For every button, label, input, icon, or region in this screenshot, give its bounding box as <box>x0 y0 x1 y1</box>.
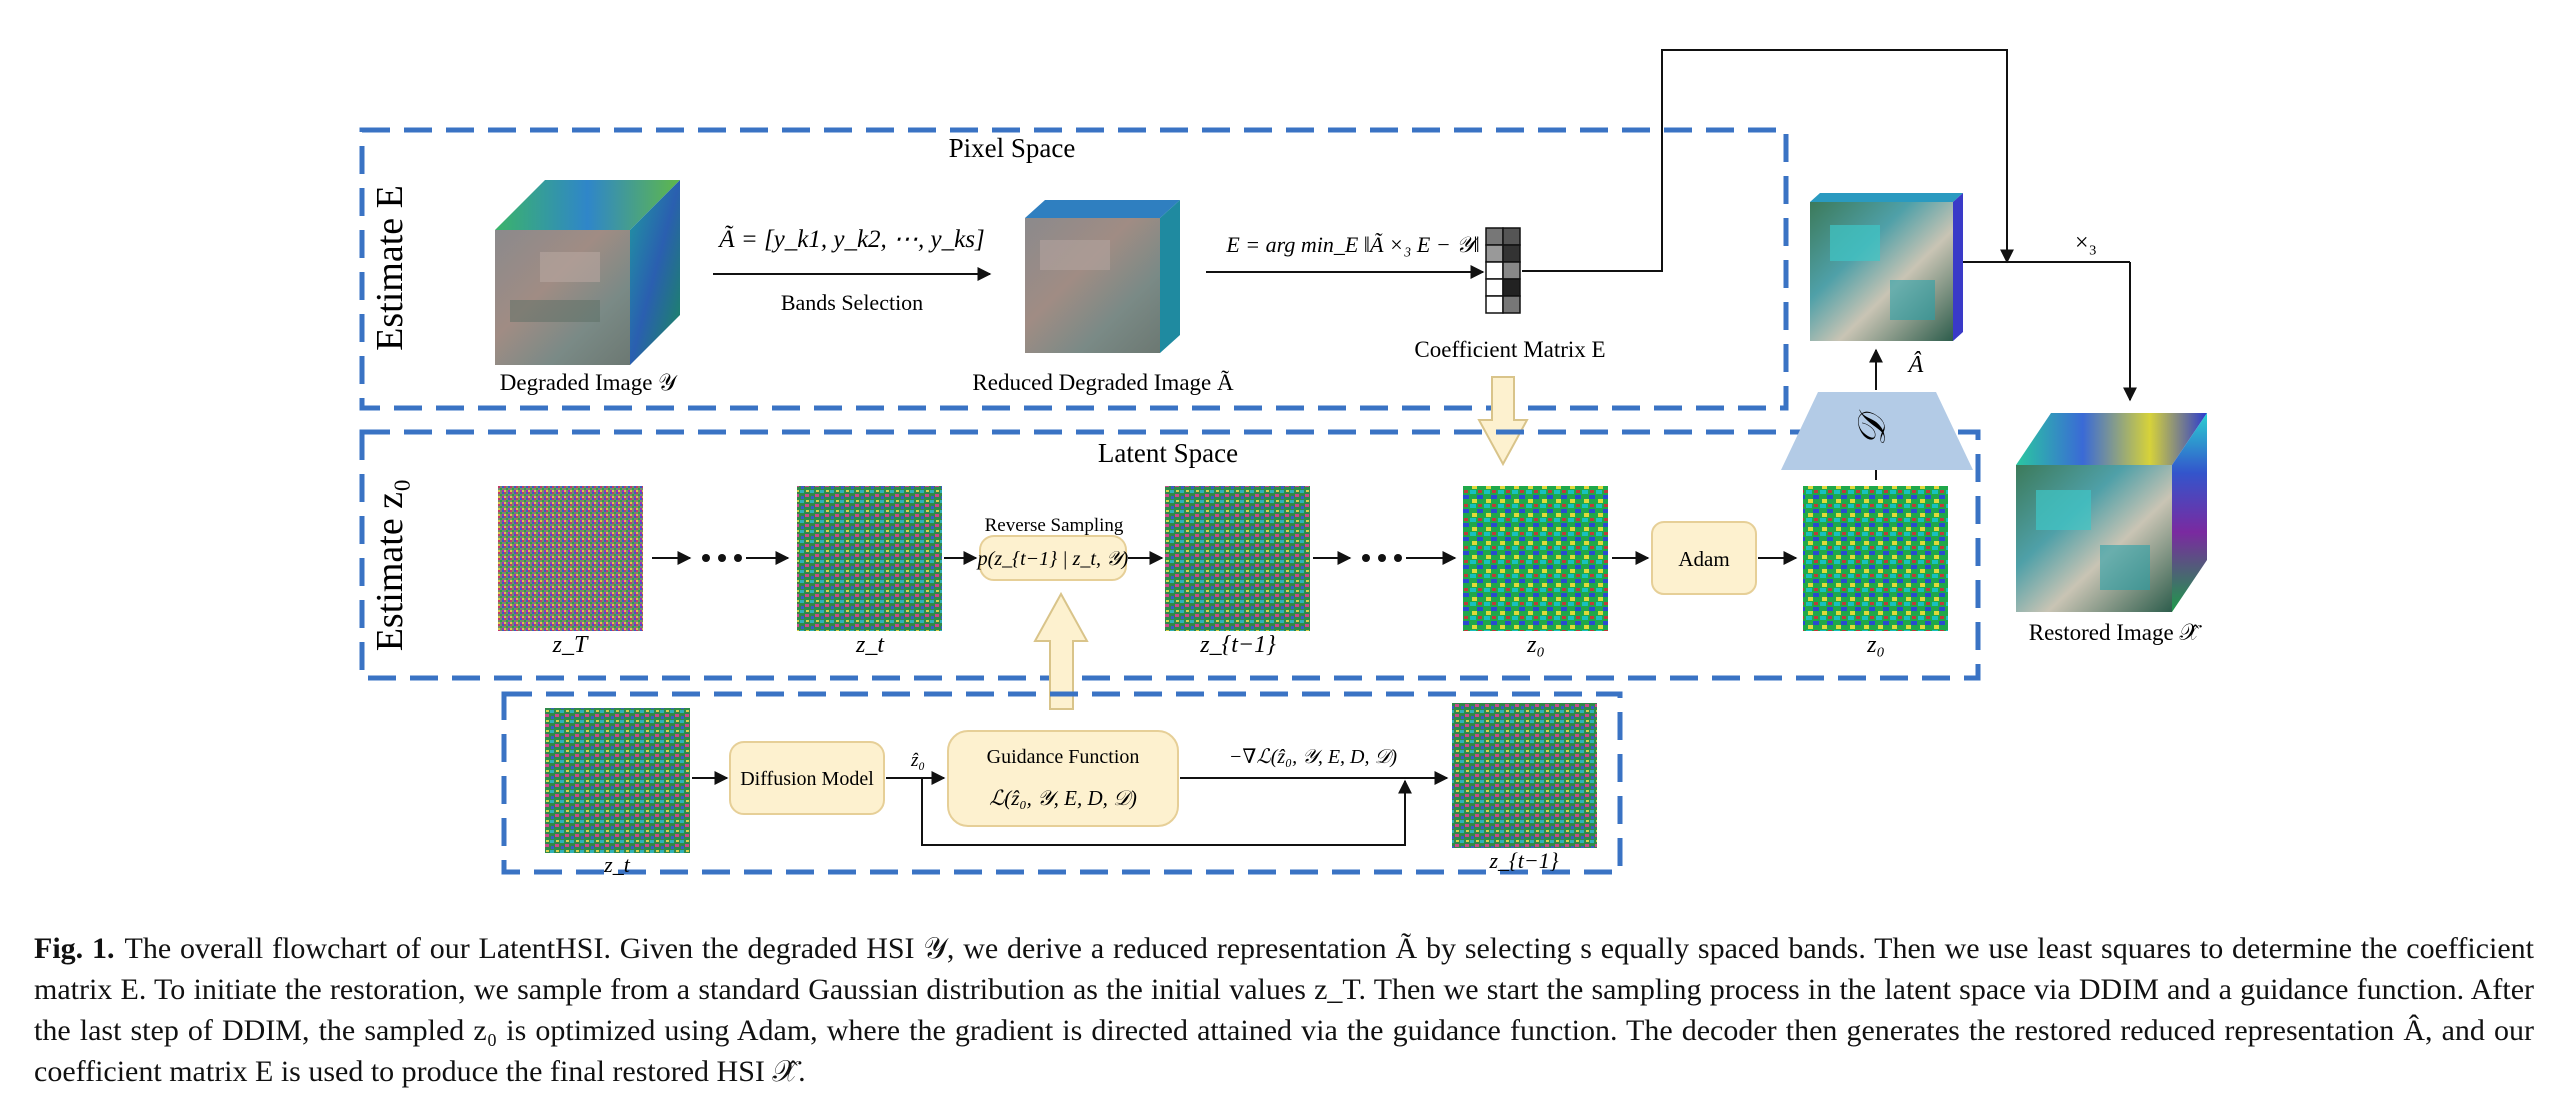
estimate-z0-label: Estimate z₀ <box>369 479 411 652</box>
restored-image-label: Restored Image 𝒳̂ <box>2029 620 2203 645</box>
reduced-image-cube <box>1025 200 1180 353</box>
zT-label: z_T <box>552 632 589 658</box>
reverse-sampling-label: Reverse Sampling <box>985 515 1124 536</box>
z0-optimized-image <box>1803 486 1948 631</box>
latent-space-title: Latent Space <box>1098 438 1238 468</box>
caption-text: The overall flowchart of our LatentHSI. … <box>34 932 2534 1088</box>
flowchart-figure: Pixel Space Estimate E Degraded Image 𝒴 … <box>359 49 2207 877</box>
estimate-e-label: Estimate E <box>369 185 411 351</box>
zt-image <box>797 486 942 631</box>
guidance-up-arrow <box>1033 591 1089 710</box>
bands-formula: Ã = [y_k1, y_k2, ⋯, y_ks] <box>717 225 984 253</box>
zt1-label: z_{t−1} <box>1199 632 1276 658</box>
guidance-zt1-label: z_{t−1} <box>1488 848 1558 873</box>
decoder-block <box>1781 392 1973 470</box>
diffusion-model-label: Diffusion Model <box>740 768 874 790</box>
reverse-sampling-formula: p(z_{t−1} | z_t, 𝒴) <box>976 548 1129 570</box>
latent-space-panel <box>359 429 1981 681</box>
skip-connection-arrow <box>921 778 1412 846</box>
guidance-zt-label: z_t <box>603 852 631 877</box>
adam-label: Adam <box>1678 547 1729 571</box>
bands-selection-label: Bands Selection <box>781 290 923 315</box>
guidance-panel <box>501 691 1623 875</box>
matrix-down-arrow <box>1477 376 1529 467</box>
guidance-zt-image <box>545 708 690 853</box>
z0-label: z₀ <box>1526 632 1545 658</box>
guidance-function-title: Guidance Function <box>987 746 1140 768</box>
ellipsis-1 <box>702 554 742 562</box>
guidance-function-box <box>947 730 1179 827</box>
zT-image <box>498 486 643 631</box>
ellipsis-2 <box>1362 554 1402 562</box>
restored-image-cube <box>2016 413 2207 612</box>
reduced-image-label: Reduced Degraded Image Ã <box>972 370 1234 395</box>
gradient-label: −∇ℒ(ẑ₀, 𝒴, E, D, 𝒟) <box>1229 746 1398 768</box>
zt1-image <box>1165 486 1310 631</box>
reverse-sampling-box <box>979 535 1127 581</box>
coef-to-product-connector <box>1522 49 2014 272</box>
coefficient-matrix-label: Coefficient Matrix E <box>1414 337 1605 362</box>
adam-box <box>1651 521 1757 595</box>
a-hat-cube <box>1810 193 1963 341</box>
diffusion-model-box <box>729 741 885 815</box>
figure-caption: Fig. 1.The overall flowchart of our Late… <box>34 928 2534 1092</box>
degraded-image-cube <box>495 180 680 365</box>
ls-formula: E = arg min_E ‖Ã ×₃ E − 𝒴‖ <box>1225 232 1479 257</box>
a-hat-label: Â <box>1907 352 1924 378</box>
guidance-zt1-image <box>1452 703 1597 848</box>
z0-image <box>1463 486 1608 631</box>
pixel-space-title: Pixel Space <box>949 133 1076 163</box>
coefficient-matrix-icon <box>1485 227 1521 314</box>
z0-optimized-label: z₀ <box>1866 632 1885 658</box>
guidance-function-formula: ℒ(ẑ₀, 𝒴, E, D, 𝒟) <box>989 786 1137 810</box>
z0-hat-label: ẑ₀ <box>910 750 925 771</box>
degraded-image-label: Degraded Image 𝒴 <box>500 370 678 395</box>
mode3-product-label: ×₃ <box>2075 230 2097 256</box>
caption-fig-label: Fig. 1. <box>34 932 115 965</box>
pixel-space-panel <box>359 127 1789 411</box>
zt-label: z_t <box>855 632 885 658</box>
